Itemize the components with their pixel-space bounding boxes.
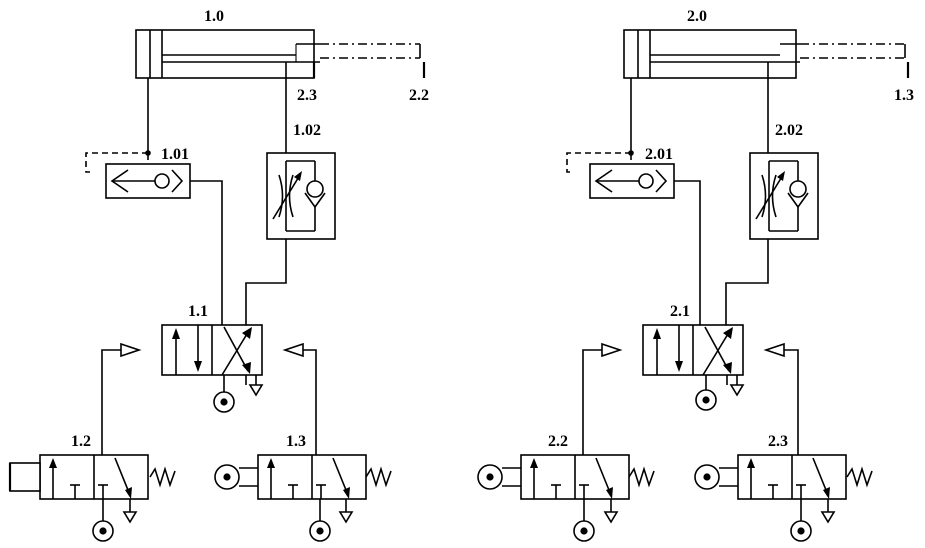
circuit-left: 1.0 2.3 2.2 1.01 1.02 [8, 8, 429, 542]
cylinder-2-0 [623, 29, 910, 79]
cylinder-1-0 [135, 29, 426, 79]
label-1-2: 1.2 [71, 433, 91, 450]
circuit-right: 2.0 1.3 2.01 2.02 2.1 [477, 8, 914, 542]
label-1-1: 1.1 [188, 303, 208, 320]
label-1-01: 1.01 [161, 146, 189, 163]
label-2-01: 2.01 [645, 146, 673, 163]
label-2-2: 2.2 [409, 87, 429, 104]
label-1-02: 1.02 [293, 122, 321, 139]
label-2-3: 2.3 [297, 87, 317, 104]
label-2-2: 2.2 [548, 433, 568, 450]
valve-2-2 [477, 454, 655, 542]
valve-1-2 [8, 454, 176, 542]
flow-control-2-02 [749, 152, 819, 240]
label-1-3: 1.3 [286, 433, 306, 450]
label-2-1: 2.1 [670, 303, 690, 320]
label-2-3: 2.3 [768, 433, 788, 450]
label-2-02: 2.02 [775, 122, 803, 139]
valve-1-3 [214, 454, 392, 542]
label-1-0: 1.0 [204, 8, 224, 25]
check-valve-1-01 [85, 152, 191, 199]
valve-2-3 [694, 454, 873, 542]
main-valve-1-1 [120, 324, 304, 413]
label-1-3-marker: 1.3 [894, 87, 914, 104]
main-valve-2-1 [601, 324, 785, 411]
flow-control-1-02 [266, 152, 336, 240]
check-valve-2-01 [566, 152, 675, 199]
label-2-0: 2.0 [687, 8, 707, 25]
